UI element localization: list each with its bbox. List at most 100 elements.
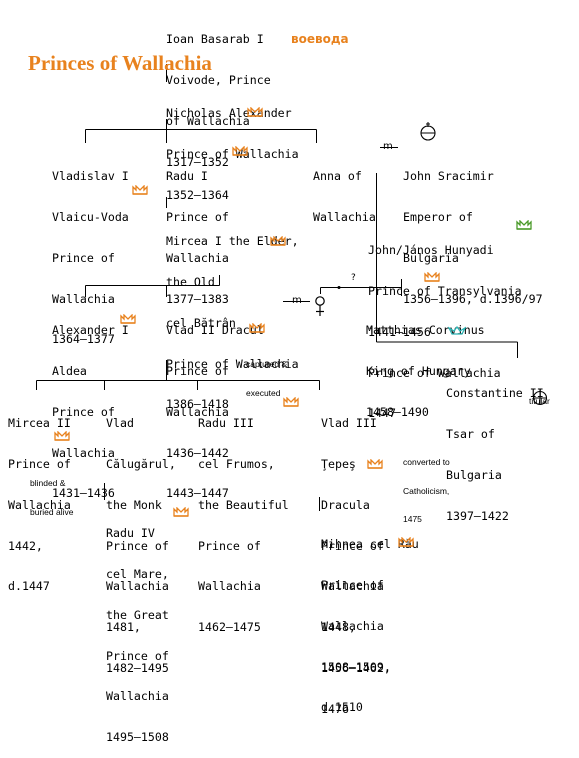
note-line: titular (529, 396, 550, 406)
wallachia-crown-icon (249, 323, 265, 333)
person-vladislav-i: Vladislav I Vlaicu-Voda Prince of Wallac… (52, 143, 129, 361)
person-line: 1442, (8, 538, 43, 553)
person-radu-iii: Radu III cel Frumos, the Beautiful Princ… (198, 390, 289, 648)
person-line: Prince of (52, 404, 115, 419)
person-line: 1462–1475 (198, 620, 261, 635)
wallachia-crown-icon (367, 459, 383, 469)
person-line: 1352–1364 (166, 187, 229, 202)
person-line: King of Hungary (366, 363, 471, 378)
person-line: Aldea (52, 363, 87, 378)
person-line: Wallachia (198, 579, 261, 594)
person-matthias-corvinus: Matthias Corvinus King of Hungary 1458–1… (366, 297, 485, 433)
wallachia-crown-icon (232, 146, 248, 156)
person-nicholas-alexander: Nicholas Alexander Prince of Wallachia 1… (166, 80, 299, 216)
person-line: Wallachia (321, 618, 384, 633)
person-line: the Beautiful (198, 497, 289, 512)
page-title: Princes of Wallachia (28, 51, 212, 75)
person-line: Prince of (106, 538, 169, 553)
person-line: the Great (106, 607, 169, 622)
person-line: Wallachia (166, 250, 229, 265)
person-line: Prince of (198, 538, 261, 553)
person-line: Vlad III (321, 416, 377, 431)
person-line: cel Mare, (106, 566, 169, 581)
person-radu-i: Radu I Prince of Wallachia 1377–1383 (166, 143, 229, 320)
note-mircea2-fate: blinded & buried alive (30, 460, 73, 527)
person-line: Wallachia (52, 291, 115, 306)
person-line: Ioan Basarab I (166, 32, 264, 47)
person-line: John Sracimir (403, 169, 494, 184)
person-line: Nicholas Alexander (166, 106, 292, 121)
wallachia-crown-icon (398, 537, 414, 547)
person-line: Călugărul, (106, 456, 176, 471)
person-line: Tsar of (446, 426, 495, 441)
voivode-russian-label: воевода (291, 32, 349, 46)
person-line: 1458–1490 (366, 404, 429, 419)
person-radu-iv: Radu IV cel Mare, the Great Prince of Wa… (106, 500, 169, 758)
person-line: Prince of (321, 538, 384, 553)
person-line: Prince of (106, 648, 169, 663)
person-line: 1364–1377 (52, 332, 115, 347)
person-line: Prince of (166, 363, 229, 378)
person-line: Vlaicu-Voda (52, 209, 129, 224)
note-line: buried alive (30, 506, 74, 517)
person-line: Matthias Corvinus (366, 323, 485, 338)
person-line: Emperor of (403, 209, 473, 224)
marriage-symbol: m (292, 295, 302, 306)
hungary-crown-icon (448, 326, 466, 335)
wallachia-crown-icon (120, 314, 136, 324)
person-line: 1436–1442 (166, 445, 229, 460)
person-line: 1441–1456 (368, 324, 431, 339)
wallachia-crown-icon (132, 185, 148, 195)
person-line: cel Bătrân (166, 315, 236, 330)
person-line: Mircea II (8, 416, 71, 431)
bulgaria-orb-icon (420, 122, 436, 141)
person-line: Wallachia (106, 579, 169, 594)
person-line: Prince of (52, 250, 115, 265)
person-line: cel Frumos, (198, 456, 275, 471)
wallachia-crown-icon (247, 107, 263, 117)
person-line: Wallachia (166, 404, 229, 419)
person-line: Prince of (8, 456, 71, 471)
person-line: 1317–1352 (166, 154, 229, 169)
person-line: the Monk (106, 497, 162, 512)
person-line: 1386–1418 (166, 397, 229, 412)
wallachia-crown-icon (283, 397, 299, 407)
family-tree-lines (36, 64, 518, 511)
person-line: Alexander I (52, 323, 129, 338)
person-line: 1377–1383 (166, 291, 229, 306)
wallachia-crown-icon (270, 236, 286, 246)
unknown-marker: ? (351, 273, 356, 283)
person-line: Prince of Wallachia (368, 365, 501, 380)
note-vlad2-fate: captured & executed (246, 341, 287, 408)
person-mircea-i: Mircea I the Elder, the Old cel Bătrân P… (166, 208, 299, 426)
person-line: 1447 (368, 406, 396, 421)
marriage-symbol: m (383, 141, 393, 152)
person-line: Ţepeş (321, 456, 356, 471)
wallachia-crown-icon (54, 431, 70, 441)
person-line: Wallachia (321, 579, 384, 594)
note-line: executed (246, 387, 281, 398)
note-line: 1475 (403, 514, 422, 524)
person-line: 1495–1508 (106, 730, 169, 745)
person-line: Prince of (166, 209, 229, 224)
note-line: Catholicism, (403, 485, 450, 496)
person-line: Voivode, Prince (166, 72, 271, 87)
person-line: Prince of (321, 577, 384, 592)
person-ioan-basarab-i: Ioan Basarab I Voivode, Prince of Wallac… (166, 6, 271, 183)
note-line: blinded & (30, 478, 66, 488)
person-line: Bulgaria (403, 250, 459, 265)
person-line: John/János Hunyadi (368, 243, 494, 258)
person-line: Prince of Wallachia (166, 146, 299, 161)
note-constantine-titular: titular (529, 378, 550, 416)
person-line: Prince of Transylvania (368, 283, 522, 298)
person-constantine-ii: Constantine II Tsar of Bulgaria 1397–142… (446, 360, 544, 537)
person-line: Vladislav I (52, 169, 129, 184)
note-line: converted to (403, 457, 450, 467)
person-line: Radu IV (106, 526, 155, 541)
person-line: d.1447 (8, 579, 50, 594)
person-line: Wallachia (106, 689, 169, 704)
person-line: Radu III (198, 416, 254, 431)
person-line: 1508–1509, (321, 659, 391, 674)
wallachia-crown-icon (424, 272, 440, 282)
person-line: Wallachia (52, 445, 115, 460)
